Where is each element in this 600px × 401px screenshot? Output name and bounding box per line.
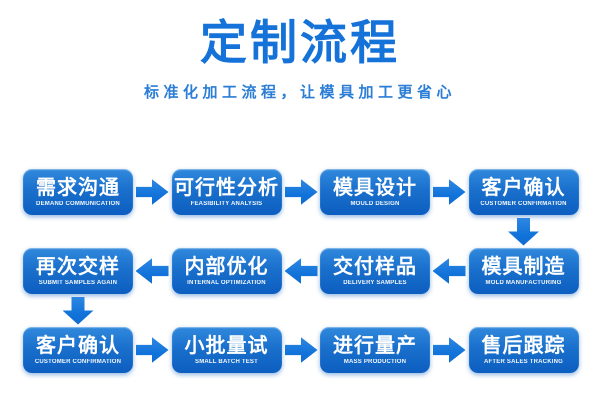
step-label-zh: 需求沟通: [36, 177, 120, 199]
step-label-zh: 小批量试: [184, 335, 269, 357]
step-mould-design: 模具设计 MOULD DESIGN: [320, 169, 430, 215]
step-label-zh: 客户确认: [36, 335, 120, 357]
step-label-zh: 内部优化: [184, 256, 269, 278]
arrow-left-icon: [135, 258, 169, 284]
step-small-batch-test: 小批量试 SMALL BATCH TEST: [171, 327, 282, 373]
step-label-en: CUSTOMER CONFIRMATION: [480, 201, 567, 207]
step-label-en: SUBMIT SAMPLES AGAIN: [38, 280, 118, 286]
step-label-en: INTERNAL OPTIMIZATION: [187, 280, 266, 286]
step-mold-manufacturing: 模具制造 MOLD MANUFACTURING: [468, 248, 579, 294]
step-label-en: DEMAND COMMUNICATION: [36, 201, 120, 207]
page-header: 定制流程 标准化加工流程，让模具加工更省心: [0, 0, 600, 103]
step-label-en: FEASIBILITY ANALYSIS: [190, 201, 263, 207]
step-customer-confirmation-1: 客户确认 CUSTOMER CONFIRMATION: [468, 169, 579, 215]
step-mass-production: 进行量产 MASS PRODUCTION: [320, 327, 430, 373]
step-feasibility-analysis: 可行性分析 FEASIBILITY ANALYSIS: [171, 169, 282, 215]
arrow-right-icon: [135, 179, 169, 205]
step-label-en: MOLD MANUFACTURING: [485, 280, 562, 286]
process-flowchart: 需求沟通 DEMAND COMMUNICATION 可行性分析 FEASIBIL…: [0, 169, 600, 373]
step-label-en: MASS PRODUCTION: [343, 359, 407, 365]
step-label-zh: 再次交样: [36, 256, 120, 278]
step-after-sales-tracking: 售后跟踪 AFTER SALES TRACKING: [468, 327, 579, 373]
step-delivery-samples: 交付样品 DELIVERY SAMPLES: [320, 248, 430, 294]
step-label-zh: 可行性分析: [174, 177, 279, 199]
step-customer-confirmation-2: 客户确认 CUSTOMER CONFIRMATION: [23, 327, 133, 373]
step-label-zh: 进行量产: [333, 335, 417, 357]
step-label-en: SMALL BATCH TEST: [195, 359, 258, 365]
arrow-right-icon: [135, 337, 169, 363]
step-label-en: MOULD DESIGN: [350, 201, 400, 207]
step-label-zh: 客户确认: [481, 177, 566, 199]
arrow-right-icon: [284, 337, 318, 363]
step-label-zh: 交付样品: [333, 256, 417, 278]
step-label-zh: 售后跟踪: [481, 335, 566, 357]
arrow-down-icon: [508, 217, 539, 246]
arrow-right-icon: [432, 337, 466, 363]
step-label-en: AFTER SALES TRACKING: [484, 359, 563, 365]
step-demand-communication: 需求沟通 DEMAND COMMUNICATION: [23, 169, 133, 215]
step-label-zh: 模具设计: [333, 177, 417, 199]
arrow-right-icon: [284, 179, 318, 205]
step-submit-samples-again: 再次交样 SUBMIT SAMPLES AGAIN: [23, 248, 133, 294]
page-subtitle: 标准化加工流程，让模具加工更省心: [143, 84, 456, 101]
arrow-right-icon: [432, 179, 466, 205]
arrow-left-icon: [284, 258, 318, 284]
step-label-en: CUSTOMER CONFIRMATION: [34, 359, 122, 365]
arrow-down-icon: [62, 296, 94, 325]
step-internal-optimization: 内部优化 INTERNAL OPTIMIZATION: [171, 248, 282, 294]
arrow-left-icon: [432, 258, 466, 284]
page-title: 定制流程: [200, 16, 400, 69]
step-label-en: DELIVERY SAMPLES: [343, 280, 407, 286]
step-label-zh: 模具制造: [481, 256, 566, 278]
